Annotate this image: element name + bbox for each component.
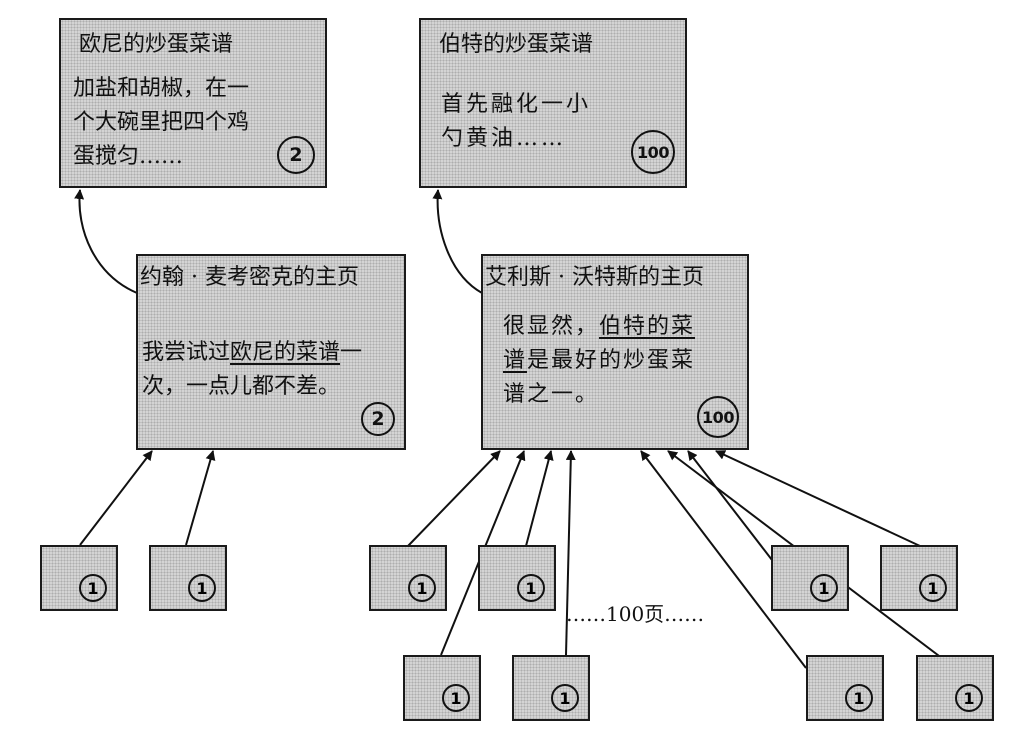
pagerank-score-badge: 1 xyxy=(845,684,873,712)
arrow-small-to-alice xyxy=(715,450,921,547)
body-line: 勺黄油…… xyxy=(441,126,567,151)
small-page: 1 xyxy=(512,655,590,721)
body-line: 蛋搅匀…… xyxy=(73,144,184,169)
pagerank-score-badge: 1 xyxy=(955,684,983,712)
arrow-small-to-john xyxy=(185,450,216,546)
page-body: 首先融化一小 勺黄油…… xyxy=(441,88,591,156)
page-title: 约翰 · 麦考密克的主页 xyxy=(140,265,359,290)
link-ernie-recipe[interactable]: 欧尼的菜谱 xyxy=(230,340,341,365)
pagerank-score-badge: 1 xyxy=(517,574,545,602)
page-alice-homepage: 艾利斯 · 沃特斯的主页 很显然，伯特的菜 谱是最好的炒蛋菜 谱之一。 100 xyxy=(481,254,749,450)
pagerank-score-badge: 2 xyxy=(361,402,395,436)
small-page: 1 xyxy=(369,545,447,611)
small-page: 1 xyxy=(478,545,556,611)
page-body: 加盐和胡椒，在一 个大碗里把四个鸡 蛋搅匀…… xyxy=(73,72,249,174)
small-page: 1 xyxy=(880,545,958,611)
arrow-john-to-ernie xyxy=(74,189,138,294)
pagerank-score-badge: 1 xyxy=(188,574,216,602)
body-text: 我尝试过 xyxy=(142,340,231,365)
body-line: 个大碗里把四个鸡 xyxy=(73,110,250,135)
small-page: 1 xyxy=(806,655,884,721)
arrow-small-to-alice xyxy=(525,450,554,547)
pagerank-score-badge: 1 xyxy=(408,574,436,602)
small-page: 1 xyxy=(771,545,849,611)
pagerank-score-badge: 1 xyxy=(79,574,107,602)
arrow-small-to-alice xyxy=(687,450,773,561)
pagerank-score-badge: 100 xyxy=(631,130,675,174)
pagerank-score-badge: 1 xyxy=(810,574,838,602)
body-line: 加盐和胡椒，在一 xyxy=(73,76,250,101)
page-title: 伯特的炒蛋菜谱 xyxy=(439,32,594,57)
body-line: 次，一点儿都不差。 xyxy=(142,374,341,399)
small-page: 1 xyxy=(916,655,994,721)
page-body: 很显然，伯特的菜 谱是最好的炒蛋菜 谱之一。 xyxy=(503,310,695,412)
arrow-small-to-alice xyxy=(640,450,807,669)
link-bert-recipe[interactable]: 伯特的菜 xyxy=(599,314,696,339)
page-ernie-recipe: 欧尼的炒蛋菜谱 加盐和胡椒，在一 个大碗里把四个鸡 蛋搅匀…… 2 xyxy=(59,18,327,188)
page-title: 欧尼的炒蛋菜谱 xyxy=(79,32,234,57)
page-john-homepage: 约翰 · 麦考密克的主页 我尝试过欧尼的菜谱一 次，一点儿都不差。 2 xyxy=(136,254,406,450)
page-bert-recipe: 伯特的炒蛋菜谱 首先融化一小 勺黄油…… 100 xyxy=(419,18,687,188)
pagerank-score-badge: 100 xyxy=(697,396,739,438)
pagerank-score-badge: 1 xyxy=(442,684,470,712)
body-text: 一 xyxy=(340,340,363,365)
body-line: 首先融化一小 xyxy=(441,92,592,117)
page-body: 我尝试过欧尼的菜谱一 次，一点儿都不差。 xyxy=(142,336,362,404)
body-line: 谱之一。 xyxy=(503,382,600,407)
arrow-small-to-alice xyxy=(565,450,576,656)
arrow-small-to-alice xyxy=(407,450,501,547)
more-pages-label: ……100页…… xyxy=(566,602,705,626)
pagerank-score-badge: 1 xyxy=(551,684,579,712)
small-page: 1 xyxy=(403,655,481,721)
arrow-small-to-john xyxy=(79,450,153,546)
body-text: 很显然， xyxy=(503,314,600,339)
page-title: 艾利斯 · 沃特斯的主页 xyxy=(485,265,704,290)
pagerank-score-badge: 1 xyxy=(919,574,947,602)
arrow-alice-to-bert xyxy=(432,189,483,294)
body-text: 是最好的炒蛋菜 xyxy=(527,348,696,373)
small-page: 1 xyxy=(40,545,118,611)
link-bert-recipe[interactable]: 谱 xyxy=(503,348,528,373)
pagerank-score-badge: 2 xyxy=(277,136,315,174)
small-page: 1 xyxy=(149,545,227,611)
